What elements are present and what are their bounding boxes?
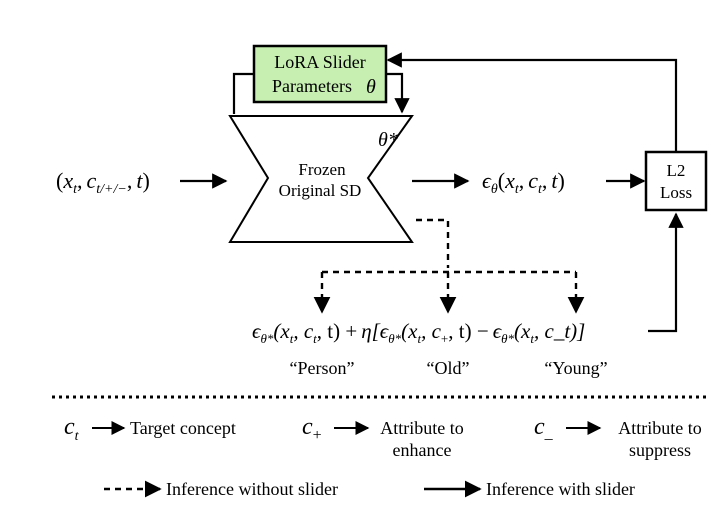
- frozen-model-shape: [228, 115, 414, 243]
- l2-loss-box: L2 Loss: [644, 150, 708, 212]
- legend-cplus-text-2: enhance: [393, 440, 452, 460]
- legend-cminus-symbol: c_: [534, 414, 554, 442]
- frozen-line2: Original SD: [279, 181, 362, 200]
- dashed-branches: [313, 218, 585, 314]
- lora-slider-box: LoRA Slider Parameters θ: [252, 44, 388, 104]
- legend-ct-symbol: ct: [64, 414, 80, 444]
- dashed-from-model: [416, 218, 450, 268]
- frozen-line1: Frozen: [298, 160, 346, 179]
- legend-cminus-text-1: Attribute to: [618, 418, 702, 438]
- label-young: “Young”: [544, 358, 607, 378]
- lora-line2: Parameters: [272, 76, 352, 96]
- slider-formula: ϵθ*(xt, ct, t) +η[ϵθ*(xt, c+, t) −ϵθ*(xt…: [252, 319, 585, 346]
- loss-line2: Loss: [660, 183, 692, 202]
- lora-right-connector: [386, 72, 410, 114]
- legend-ct-text: Target concept: [130, 418, 236, 438]
- legend-cminus-text-2: suppress: [629, 440, 691, 460]
- legend-solid-text: Inference with slider: [486, 479, 635, 499]
- input-expression: (xt,ct/+/−,t): [56, 168, 150, 197]
- legend-cplus-text-1: Attribute to: [380, 418, 464, 438]
- frozen-theta-star: θ*: [378, 129, 398, 151]
- lora-theta: θ: [366, 76, 376, 98]
- frozen-model: Frozen Original SD θ*: [228, 115, 414, 243]
- loss-line1: L2: [667, 161, 686, 180]
- label-old: “Old”: [427, 358, 470, 378]
- lora-left-connector: [232, 72, 254, 114]
- label-person: “Person”: [290, 358, 355, 378]
- legend-cplus-symbol: c+: [302, 414, 322, 444]
- output-expression: ϵθ(xt,ct,t): [482, 168, 565, 197]
- legend-dashed-text: Inference without slider: [166, 479, 338, 499]
- formula-to-loss-arrow: [648, 212, 684, 333]
- loss-feedback-arrow: [386, 52, 678, 152]
- legend: ct Target concept c+ Attribute to enhanc…: [64, 414, 702, 499]
- lora-line1: LoRA Slider: [274, 52, 366, 72]
